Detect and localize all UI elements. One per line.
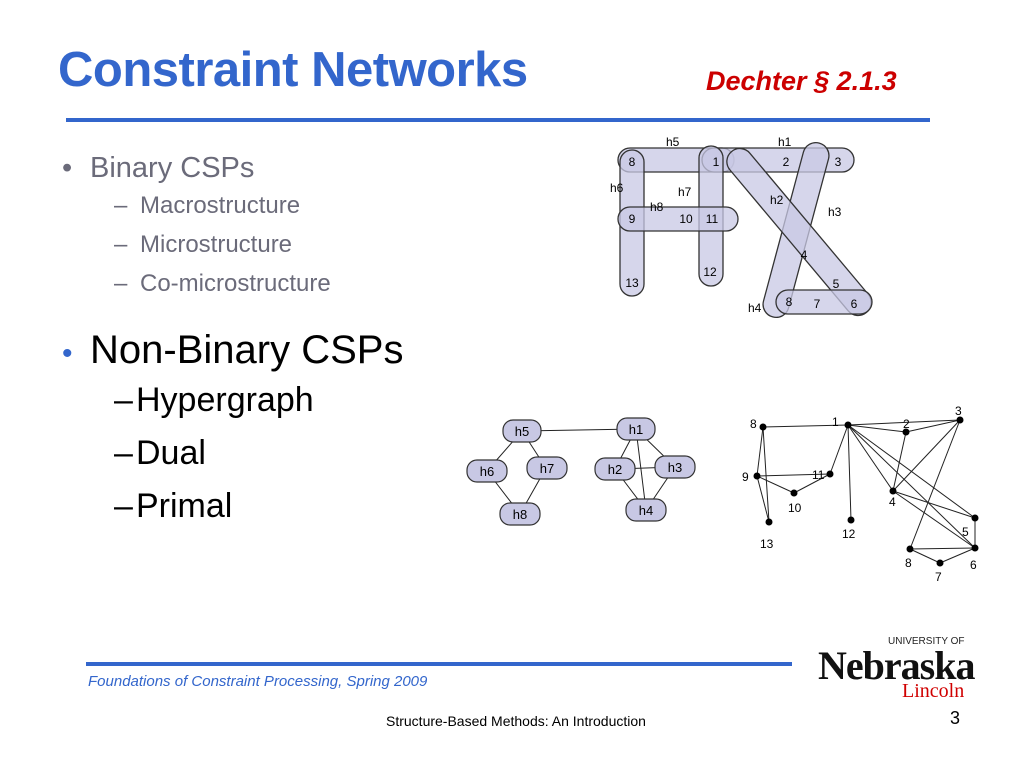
primal-node-label: 8 (905, 556, 912, 570)
sub-bullet: –Co-microstructure (114, 270, 331, 297)
hyperedge-label: h8 (650, 200, 664, 214)
bullet-binary-label: Binary CSPs (90, 152, 255, 184)
dual-node-label: h5 (515, 424, 529, 439)
title-divider (66, 118, 930, 122)
hyperedge-label: h2 (770, 193, 784, 207)
dual-node-label: h3 (668, 460, 682, 475)
dual-node-h8 (499, 502, 541, 526)
dual-node-label: h8 (513, 507, 527, 522)
hypergraph-node: 4 (801, 248, 808, 262)
dual-node-h3 (654, 455, 696, 479)
primal-node-label: 4 (889, 495, 896, 509)
hypergraph-node: 13 (625, 276, 639, 290)
dual-node-h6 (466, 459, 508, 483)
slide-title: Constraint Networks (58, 43, 528, 97)
hyperedge-h4 (775, 289, 873, 315)
sub-bullet: –Hypergraph (114, 381, 314, 419)
primal-node-label: 13 (760, 537, 774, 551)
hypergraph-node: 8 (629, 155, 636, 169)
dual-node-label: h6 (480, 464, 494, 479)
primal-node-label: 6 (970, 558, 977, 572)
dual-node-label: h1 (629, 422, 643, 437)
primal-node-label: 12 (842, 527, 856, 541)
sub-bullet-micro: Microstructure (140, 231, 293, 258)
hypergraph-node: 11 (706, 212, 719, 226)
page-number: 3 (950, 708, 961, 728)
university-logo: UNIVERSITY OF Nebraska Lincoln (818, 636, 975, 702)
dual-node-label: h7 (540, 461, 554, 476)
dual-node-h7 (526, 456, 568, 480)
footer-course: Foundations of Constraint Processing, Sp… (88, 673, 428, 690)
bullet-nonbinary-label: Non-Binary CSPs (90, 328, 404, 372)
sub-bullet-macro: Macrostructure (140, 192, 301, 219)
dual-node-label: h4 (639, 503, 653, 518)
primal-node-label: 9 (742, 470, 749, 484)
sub-bullet-comicro: Co-microstructure (140, 270, 331, 297)
hypergraph-node: 3 (835, 155, 842, 169)
dual-node-h4 (625, 498, 667, 522)
bullet-binary: • Binary CSPs –Macrostructure –Microstruc… (62, 152, 331, 298)
footer-divider (86, 662, 792, 666)
hyperedge-label: h4 (748, 301, 762, 315)
footer-subtitle: Structure-Based Methods: An Introduction (386, 713, 646, 729)
dual-node-label: h2 (608, 462, 622, 477)
dual-node-h1 (616, 417, 656, 441)
slide-reference: Dechter § 2.1.3 (706, 66, 897, 96)
hypergraph-node: 6 (851, 297, 858, 311)
primal-node-label: 7 (935, 570, 942, 584)
dual-node-h5 (502, 419, 542, 443)
sub-bullet: –Microstructure (114, 231, 293, 258)
sub-bullet: –Macrostructure (114, 192, 301, 219)
sub-bullet-hypergraph: Hypergraph (136, 381, 314, 419)
hyperedge-label: h5 (666, 135, 680, 149)
primal-node-label: 3 (955, 404, 962, 418)
hypergraph-node: 1 (713, 155, 720, 169)
primal-node-label: 10 (788, 501, 802, 515)
sub-bullet: –Dual (114, 434, 206, 472)
hypergraph-node: 10 (679, 212, 693, 226)
primal-node-label: 5 (962, 525, 969, 539)
hyperedge-label: h3 (828, 205, 842, 219)
primal-node-label: 8 (750, 417, 757, 431)
hypergraph-node: 9 (629, 212, 636, 226)
logo-main-text: Nebraska (818, 643, 975, 688)
sub-bullet-dual: Dual (136, 434, 206, 472)
logo-sub-text: Lincoln (902, 680, 965, 702)
hypergraph-node: 2 (783, 155, 790, 169)
primal-node-label: 2 (903, 417, 910, 431)
hyperedge-label: h7 (678, 185, 692, 199)
hypergraph-node: 7 (814, 297, 821, 311)
sub-bullet: –Primal (114, 487, 233, 525)
logo-top-text: UNIVERSITY OF (888, 636, 965, 647)
bullet-nonbinary: • Non-Binary CSPs –Hypergraph –Dual –Prim… (62, 328, 403, 526)
primal-node-label: 11 (812, 468, 825, 482)
hypergraph-node: 5 (833, 277, 840, 291)
dual-node-h2 (594, 457, 636, 481)
hypergraph-node: 12 (703, 265, 717, 279)
hypergraph-node: 8 (786, 295, 793, 309)
primal-node-label: 1 (832, 415, 839, 429)
hyperedge-label: h6 (610, 181, 624, 195)
bullet-dot: • (62, 152, 73, 184)
sub-bullet-primal: Primal (136, 487, 233, 525)
bullet-dot: • (62, 337, 73, 370)
hyperedge-h8 (617, 206, 739, 232)
hyperedge-label: h1 (778, 135, 792, 149)
